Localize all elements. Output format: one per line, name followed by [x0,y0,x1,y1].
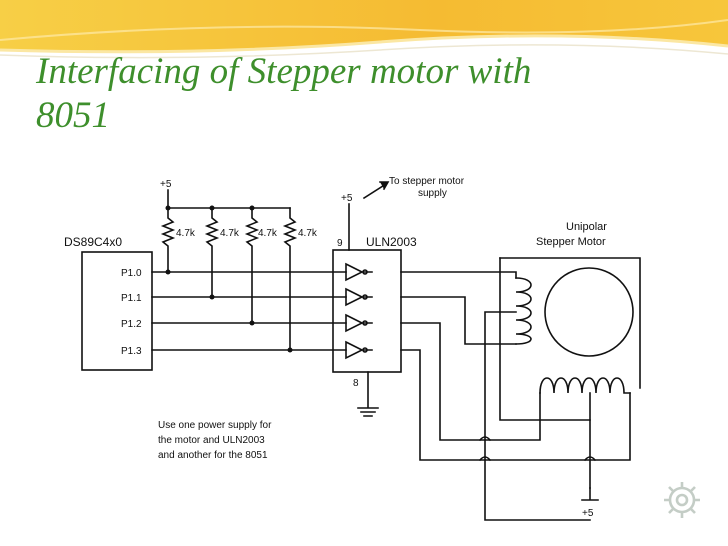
mcu-block [81,251,153,371]
title-line-1: Interfacing of Stepper motor with [36,51,532,92]
mcu-label: DS89C4x0 [64,235,122,249]
note-line-1: Use one power supply for [158,420,272,431]
resistor-r3 [244,207,260,324]
resistor-r2 [204,207,220,298]
driver-vcc-label: +5 [341,193,353,204]
motor-label-2: Stepper Motor [536,236,606,248]
pin-label-p13: P1.3 [121,346,142,357]
motor-common-supply-label: +5 [582,508,594,519]
driver-pin9-label: 9 [337,238,343,249]
resistor-label-3: 4.7k [258,228,278,239]
resistor-label-4: 4.7k [298,228,318,239]
driver-pin8-label: 8 [353,378,359,389]
resistor-r1 [160,207,176,273]
slide-title: Interfacing of Stepper motor with 8051 [36,50,676,138]
pullup-supply-label: +5 [160,179,172,190]
resistor-r4 [282,207,298,351]
note-line-3: and another for the 8051 [158,450,268,461]
driver-label: ULN2003 [366,235,417,249]
note-line-2: the motor and ULN2003 [158,435,265,446]
uln2003-block [332,249,402,373]
pin-label-p12: P1.2 [121,319,142,330]
motor-supply-note-2: supply [418,188,447,199]
resistor-label-1: 4.7k [176,228,196,239]
pin-label-p10: P1.0 [121,268,142,279]
resistor-label-2: 4.7k [220,228,240,239]
motor-label-1: Unipolar [566,221,607,233]
motor-supply-note-1: To stepper motor [389,176,465,187]
title-line-2: 8051 [36,95,110,136]
motor-rotor [544,267,634,357]
pin-label-p11: P1.1 [121,293,142,304]
gear-icon[interactable] [660,478,704,522]
slide-banner [0,0,728,59]
